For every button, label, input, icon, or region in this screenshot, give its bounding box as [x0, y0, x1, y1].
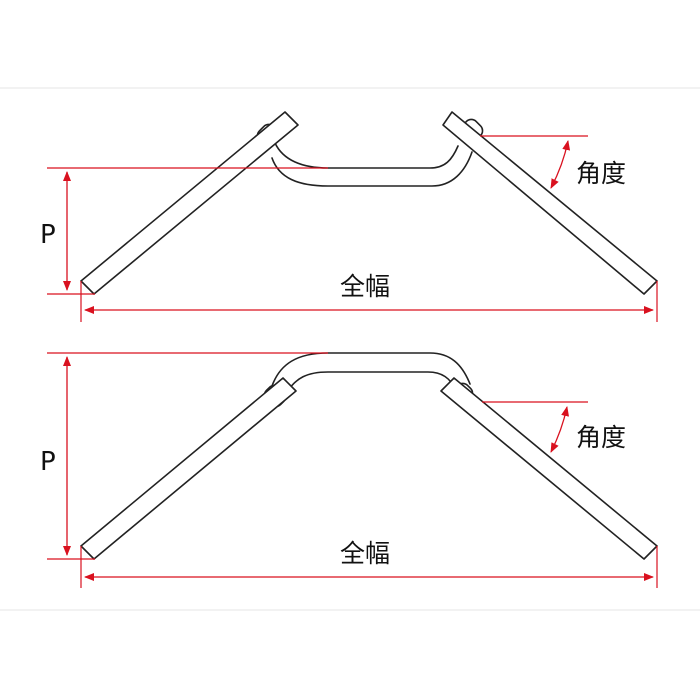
- left-grip: [80, 111, 299, 295]
- center-tube-lower-edge: [271, 151, 473, 187]
- rise-label: P: [40, 220, 56, 250]
- width-label: 全幅: [340, 539, 390, 568]
- center-tube-upper-edge: [271, 352, 471, 387]
- angle-dimension-arc: [550, 406, 569, 453]
- left-grip: [80, 377, 297, 560]
- right-grip: [440, 377, 658, 560]
- rise-label: P: [40, 447, 56, 477]
- angle-label: 角度: [576, 423, 626, 452]
- center-tube-lower-edge: [286, 371, 457, 393]
- width-label: 全幅: [340, 272, 390, 301]
- low-rise-diagram: P 角度 全幅: [40, 111, 658, 322]
- angle-label: 角度: [576, 159, 626, 188]
- right-grip: [442, 111, 658, 295]
- high-rise-diagram: P 角度 全幅: [40, 352, 658, 588]
- center-tube-upper-edge: [274, 142, 459, 169]
- angle-dimension-arc: [550, 140, 571, 189]
